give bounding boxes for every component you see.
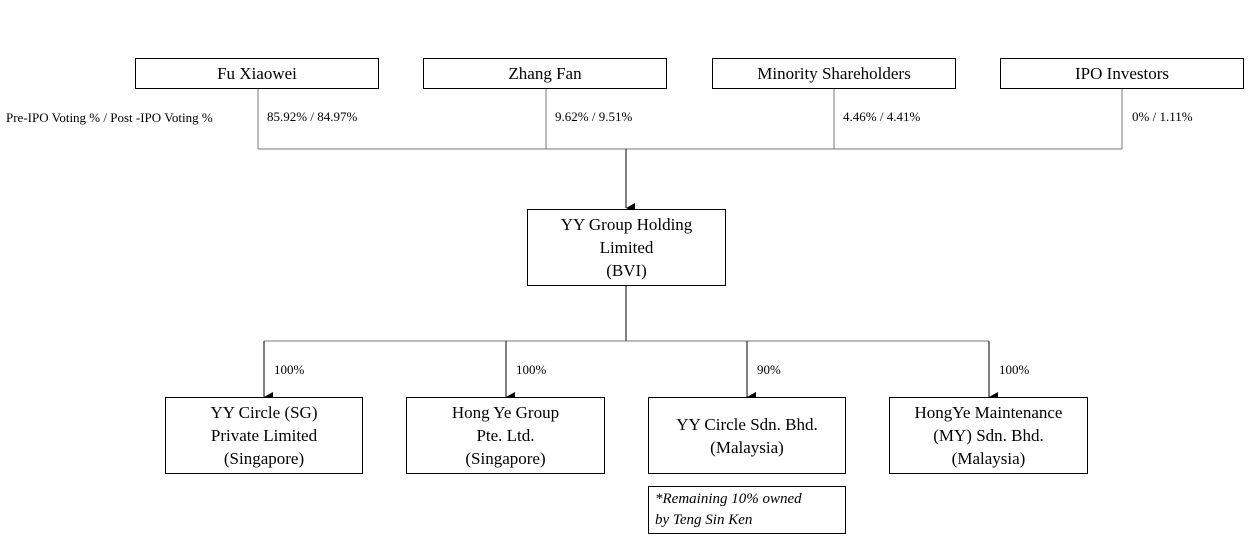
shareholder-name: Minority Shareholders [757, 64, 911, 83]
voting-pct-zhang-fan: 9.62% / 9.51% [555, 109, 633, 124]
subsidiary-box-hongye-maintenance: HongYe Maintenance (MY) Sdn. Bhd. (Malay… [889, 397, 1088, 474]
subsidiary-box-yy-circle-sg: YY Circle (SG) Private Limited (Singapor… [165, 397, 363, 474]
subsidiary-line1: Hong Ye Group [451, 403, 560, 422]
subsidiary-line1: YY Circle (SG) [210, 403, 318, 422]
voting-pct-fu-xiaowei: 85.92% / 84.97% [267, 109, 358, 124]
remaining-ownership-note: *Remaining 10% owned by Teng Sin Ken [648, 486, 846, 534]
subsidiary-line2: Private Limited [210, 426, 318, 445]
holding-company-box: YY Group Holding Limited (BVI) [527, 209, 726, 286]
subsidiary-line1: YY Circle Sdn. Bhd. [676, 414, 818, 434]
subsidiary-line2: (MY) Sdn. Bhd. [933, 426, 1044, 445]
shareholder-box-zhang-fan: Zhang Fan [423, 58, 667, 89]
ownership-pct-hong-ye-group: 100% [516, 362, 547, 377]
subsidiary-box-hong-ye-group: Hong Ye Group Pte. Ltd. (Singapore) [406, 397, 605, 474]
note-line2: by Teng Sin Ken [655, 512, 753, 528]
subsidiary-line2: (Malaysia) [710, 437, 784, 457]
ownership-pct-hongye-maintenance: 100% [999, 362, 1030, 377]
holding-line3: (BVI) [606, 261, 647, 280]
ownership-pct-yy-circle-my: 90% [757, 362, 781, 377]
subsidiary-line3: (Singapore) [465, 449, 546, 468]
holding-line1: YY Group Holding [560, 215, 693, 234]
shareholder-name: IPO Investors [1075, 64, 1169, 83]
shareholder-box-ipo-investors: IPO Investors [1000, 58, 1244, 89]
voting-label: Pre-IPO Voting % / Post -IPO Voting % [6, 110, 213, 125]
note-line1: *Remaining 10% owned [655, 491, 802, 507]
subsidiary-line2: Pte. Ltd. [476, 426, 535, 445]
subsidiary-line1: HongYe Maintenance [914, 403, 1063, 422]
shareholder-name: Zhang Fan [508, 64, 582, 83]
ownership-pct-yy-circle-sg: 100% [274, 362, 305, 377]
voting-pct-minority: 4.46% / 4.41% [843, 109, 921, 124]
subsidiary-box-yy-circle-my: YY Circle Sdn. Bhd. (Malaysia) [648, 397, 846, 474]
shareholder-name: Fu Xiaowei [217, 64, 297, 83]
subsidiary-line3: (Singapore) [223, 449, 305, 468]
shareholder-box-fu-xiaowei: Fu Xiaowei [135, 58, 379, 89]
subsidiary-line3: (Malaysia) [951, 449, 1026, 468]
voting-pct-ipo-investors: 0% / 1.11% [1132, 109, 1193, 124]
holding-line2: Limited [599, 238, 654, 257]
shareholder-box-minority: Minority Shareholders [712, 58, 956, 89]
